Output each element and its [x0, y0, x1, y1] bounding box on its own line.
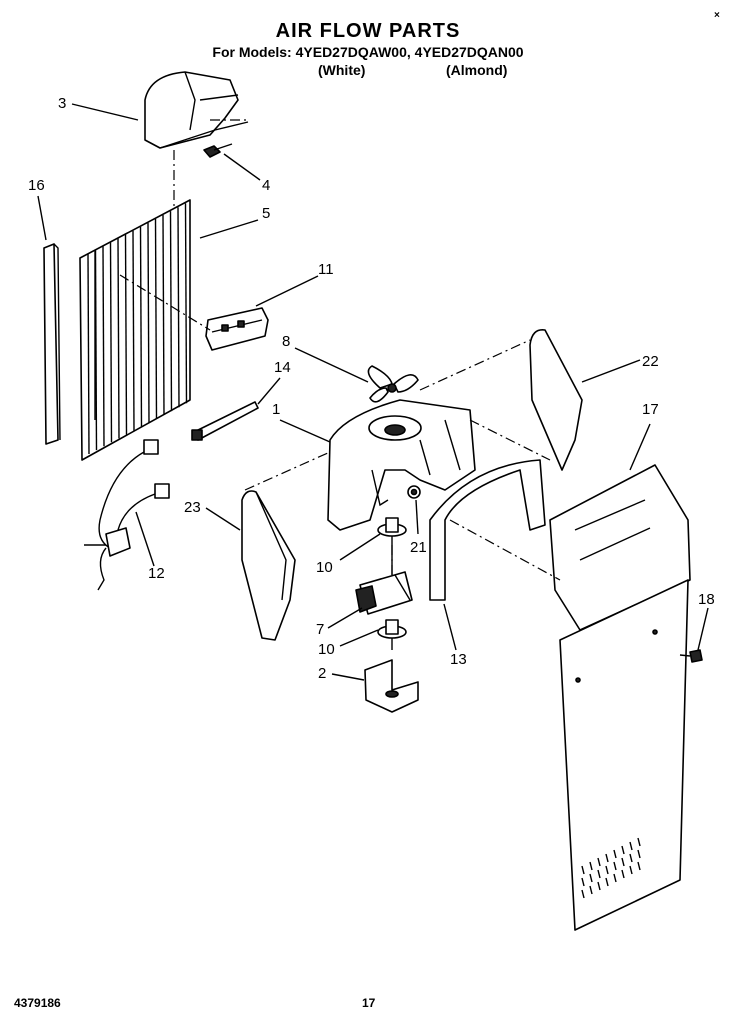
part-21-grommet: [407, 485, 421, 499]
part-11-bracket: [205, 307, 269, 351]
grille-slat: [124, 234, 128, 435]
grille-slat: [132, 230, 135, 431]
callout-11: 11: [318, 261, 334, 278]
vent-slot: [637, 849, 641, 859]
grille-slat: [139, 226, 143, 427]
vent-slot: [605, 853, 609, 863]
vent-slot: [597, 869, 601, 879]
part-14-heater: [191, 401, 259, 441]
grille-slat: [147, 222, 150, 423]
vent-slot: [629, 841, 633, 851]
callout-10-upper: 10: [316, 559, 333, 576]
callout-13: 13: [450, 651, 467, 668]
callout-5: 5: [262, 205, 270, 222]
vent-slot: [581, 865, 585, 875]
vent-slot: [613, 873, 617, 883]
part-13-air-duct: [429, 459, 546, 601]
part-18-screw: [679, 649, 703, 663]
callout-12: 12: [148, 565, 165, 582]
vent-slot: [581, 889, 585, 899]
callout-2: 2: [318, 665, 326, 682]
vent-slot: [621, 845, 625, 855]
vent-slot: [605, 865, 609, 875]
part-4-screw: [203, 143, 233, 158]
grille-slat: [109, 242, 113, 443]
part-2-motor-bracket: [364, 659, 419, 713]
part-10-lower-mount: [377, 619, 407, 650]
grille-slat: [154, 218, 158, 419]
callout-7: 7: [316, 621, 324, 638]
part-8-fan-blade: [367, 365, 419, 403]
callout-18: 18: [698, 591, 715, 608]
grille-slat: [169, 211, 173, 412]
leader-lines: [37, 103, 709, 681]
callout-21: 21: [410, 539, 427, 556]
callout-3: 3: [58, 95, 66, 112]
part-22-side-baffle: [529, 328, 583, 471]
vent-slot: [589, 861, 593, 871]
part-10-upper-mount: [377, 517, 407, 575]
vent-slot: [629, 865, 633, 875]
vent-slot: [581, 877, 585, 887]
vent-slot: [629, 853, 633, 863]
vent-slot: [597, 857, 601, 867]
vent-slot: [589, 885, 593, 895]
part-12-wire-harness: [84, 439, 170, 591]
models-line: For Models: 4YED27DQAW00, 4YED27DQAN00: [212, 44, 524, 60]
page-number: 17: [362, 996, 376, 1010]
doc-number: 4379186: [14, 996, 61, 1010]
callout-23: 23: [184, 499, 201, 516]
part-7-fan-motor: [355, 571, 413, 615]
vent-slot: [621, 857, 625, 867]
callout-4: 4: [262, 177, 270, 194]
vent-slot: [637, 837, 641, 847]
vent-slot: [613, 861, 617, 871]
callout-10-lower: 10: [318, 641, 335, 658]
vent-slot: [589, 873, 593, 883]
part-23-side-baffle: [241, 490, 296, 641]
grille-slat: [162, 214, 165, 416]
callout-22: 22: [642, 353, 659, 370]
variant-almond: (Almond): [446, 62, 508, 78]
grille-slat: [177, 207, 180, 408]
vent-slot: [621, 869, 625, 879]
part-1-fan-housing: [327, 399, 476, 531]
grille-slat: [102, 246, 105, 447]
callout-labels: 3 4 16 5 11 8 14 22 1 17 23 21 10 12 18 …: [28, 95, 715, 682]
part-16-foam-strip: [43, 243, 61, 445]
part-17-rear-panel: [549, 464, 691, 931]
part-5-evaporator-cover: [79, 199, 191, 461]
callout-14: 14: [274, 359, 291, 376]
vent-slot: [613, 849, 617, 859]
grille-slat: [184, 203, 188, 404]
grille-slat: [87, 253, 90, 455]
vent-slot: [597, 881, 601, 891]
vent-slot: [637, 861, 641, 871]
part-3-duct-cover: [144, 71, 249, 149]
corner-mark: ×: [714, 10, 720, 21]
page-title: AIR FLOW PARTS: [275, 20, 461, 42]
variant-white: (White): [318, 62, 366, 78]
callout-17: 17: [642, 401, 659, 418]
callout-1: 1: [272, 401, 280, 418]
callout-16: 16: [28, 177, 45, 194]
vent-slot: [605, 877, 609, 887]
grille-slat: [117, 238, 120, 439]
callout-8: 8: [282, 333, 290, 350]
assembly-center-lines: [119, 119, 561, 581]
